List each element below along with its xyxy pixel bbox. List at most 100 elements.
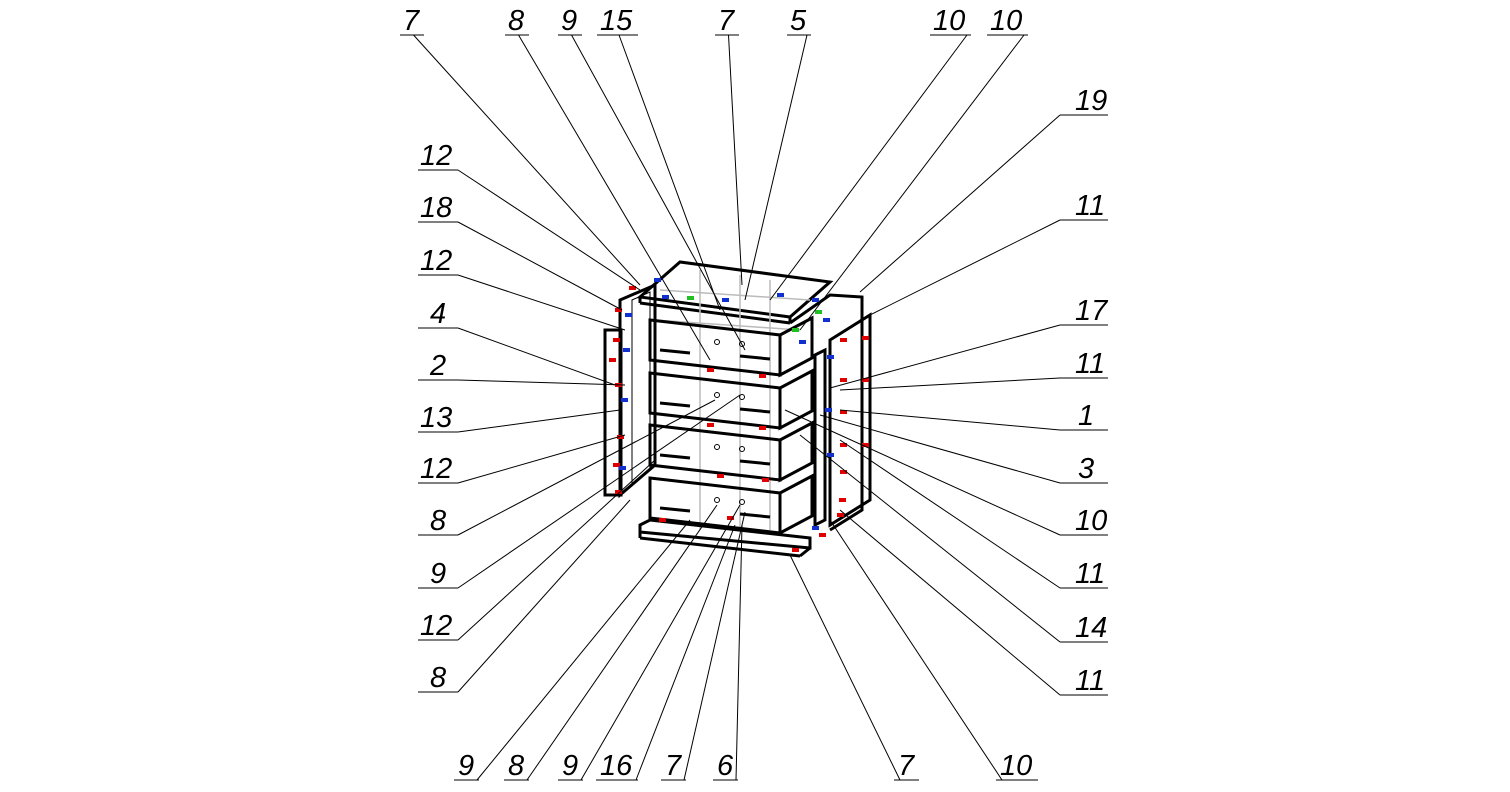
callout-number: 8 <box>508 750 524 782</box>
drawer-side <box>778 368 814 431</box>
leader-line <box>457 327 616 386</box>
fastener-marker <box>615 308 622 312</box>
callout-number: 16 <box>600 750 633 782</box>
fastener-marker <box>613 463 620 467</box>
fastener-marker <box>621 398 628 402</box>
drawer-handle <box>739 407 771 414</box>
fastener-marker <box>840 338 847 342</box>
callout-number: 11 <box>1075 558 1105 590</box>
drawer-front <box>648 476 782 535</box>
fastener-marker <box>613 338 620 342</box>
callout-right: 11 <box>839 348 1108 391</box>
fastener-marker <box>827 355 834 359</box>
callout-top: 10 <box>799 5 1028 331</box>
drawer-front <box>648 318 782 377</box>
callout-left: 8 <box>418 399 716 537</box>
callout-left: 13 <box>418 402 621 434</box>
fastener-marker <box>617 435 624 439</box>
callout-left: 2 <box>418 350 626 386</box>
fastener-marker <box>654 278 661 282</box>
drawer-handle <box>659 401 691 408</box>
callout-number: 11 <box>1075 665 1105 697</box>
callout-number: 12 <box>420 245 452 277</box>
callout-number: 3 <box>1078 453 1094 485</box>
fastener-marker <box>825 408 832 412</box>
plinth-edge <box>799 546 811 558</box>
callout-left: 12 <box>418 140 641 291</box>
callout-left: 12 <box>418 459 656 642</box>
callout-number: 2 <box>429 350 446 382</box>
callout-right: 17 <box>829 295 1109 389</box>
fastener-marker <box>687 296 694 300</box>
fastener-marker <box>812 526 819 530</box>
callout-number: 11 <box>1075 348 1105 380</box>
plinth <box>638 518 812 550</box>
callout-top: 5 <box>744 5 811 301</box>
leader-line <box>829 519 1003 781</box>
leader-line <box>769 34 968 301</box>
leader-line <box>518 34 711 361</box>
fastener-marker <box>827 453 834 457</box>
back-frame <box>789 293 864 532</box>
fastener-marker <box>662 295 669 299</box>
cabinet-drawing <box>603 260 872 558</box>
fastener-marker <box>707 423 714 427</box>
drawer-front <box>648 423 782 482</box>
callout-left: 8 <box>418 499 631 694</box>
drawers <box>648 315 814 536</box>
callout-bottom: 9 <box>454 519 691 782</box>
callout-bottom: 10 <box>829 519 1038 782</box>
callout-left: 18 <box>418 192 623 311</box>
callout-right: 3 <box>819 414 1108 485</box>
fastener-marker <box>839 498 846 502</box>
callout-number: 9 <box>430 558 446 590</box>
drawer-hole <box>739 446 745 452</box>
drawer-handle <box>659 506 691 513</box>
callout-number: 7 <box>403 5 421 37</box>
callout-top: 7 <box>715 5 743 286</box>
right-side-panel <box>828 312 872 528</box>
leader-line <box>799 34 1025 331</box>
leader-line <box>859 114 1061 293</box>
leader-line <box>413 34 641 286</box>
leader-line <box>457 394 741 589</box>
drawer-hole <box>739 341 745 347</box>
leader-line <box>683 511 746 781</box>
fastener-marker <box>609 358 616 362</box>
fastener-marker <box>629 286 636 290</box>
callout-number: 4 <box>430 298 446 330</box>
callout-right: 11 <box>859 190 1108 321</box>
fastener-marker <box>812 298 819 302</box>
callout-top: 7 <box>400 5 641 286</box>
leader-line <box>819 414 1061 484</box>
callout-number: 10 <box>990 5 1022 37</box>
callout-right: 11 <box>839 509 1108 697</box>
drawer-side <box>778 420 814 483</box>
fastener-marker <box>837 513 844 517</box>
leader-line <box>799 434 1061 643</box>
fastener-marker <box>619 466 626 470</box>
leader-line <box>457 434 626 484</box>
fastener-marker <box>862 336 869 340</box>
leader-line <box>789 554 901 781</box>
fastener-marker <box>862 378 869 382</box>
callout-number: 19 <box>1075 85 1107 117</box>
leader-line <box>784 409 1061 536</box>
leader-line <box>829 324 1061 389</box>
leader-line <box>839 439 1061 589</box>
callout-right: 14 <box>799 434 1108 644</box>
leader-line <box>580 504 741 781</box>
leader-line <box>618 34 721 311</box>
callout-right: 11 <box>839 439 1108 590</box>
callout-number: 15 <box>600 5 633 37</box>
callout-number: 7 <box>665 750 683 782</box>
left-frame <box>631 291 651 487</box>
callout-number: 9 <box>561 5 577 37</box>
leader-line <box>457 221 623 311</box>
fastener-marker <box>823 318 830 322</box>
drawer-handle <box>739 459 771 466</box>
fastener-marker <box>799 340 806 344</box>
callout-number: 10 <box>933 5 965 37</box>
